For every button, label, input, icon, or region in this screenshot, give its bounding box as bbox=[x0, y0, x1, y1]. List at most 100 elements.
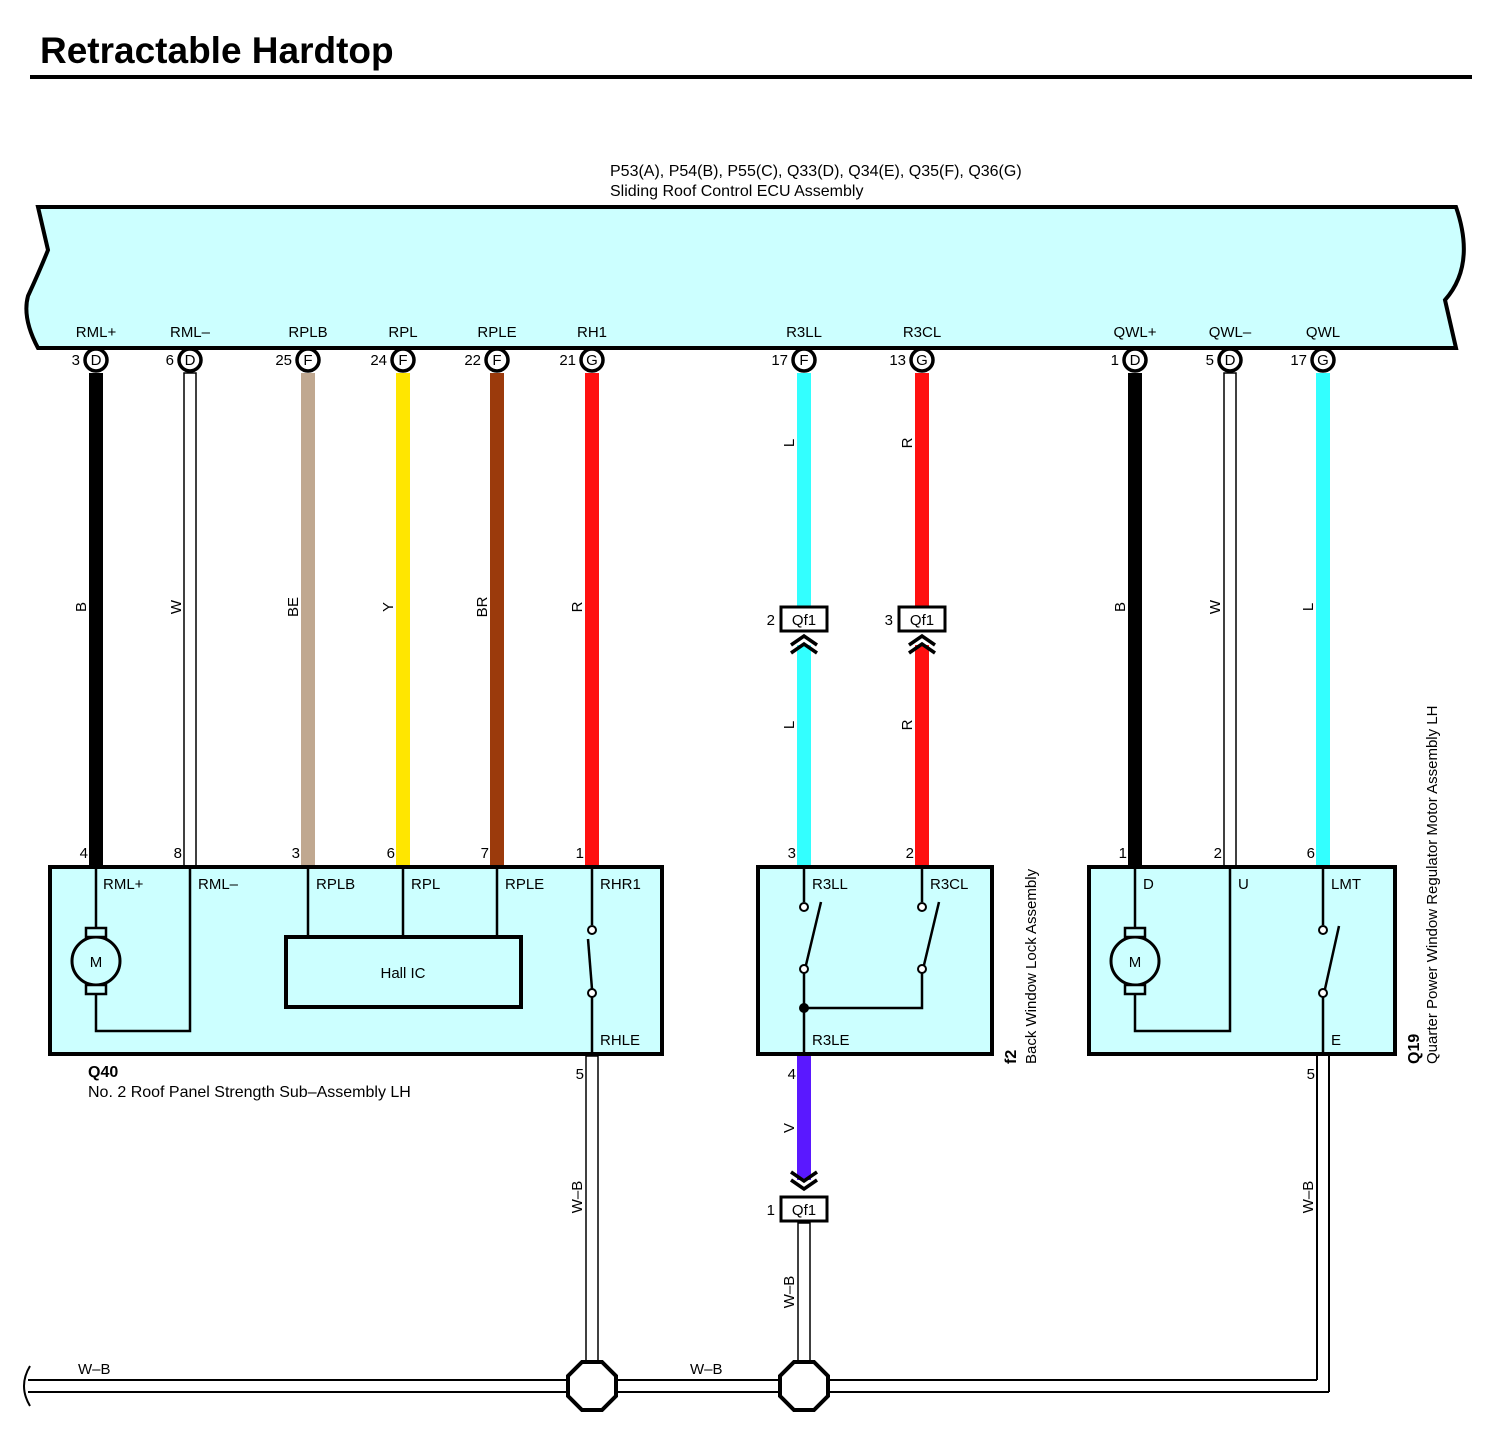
q40-trace bbox=[306, 867, 499, 937]
q19-component: M D U LMT E 1 2 6 Q19 Quarter Power Wind… bbox=[1087, 706, 1441, 1083]
wire-color-code: L bbox=[1300, 603, 1317, 611]
ecu-pin-number: 17 bbox=[771, 352, 788, 369]
wire-qwl-minus bbox=[1223, 372, 1237, 867]
ecu-terminal-label: RPLB bbox=[288, 324, 327, 341]
q19-terminal-label: U bbox=[1238, 876, 1249, 893]
page-title: Retractable Hardtop bbox=[40, 30, 394, 71]
q19-pin: 6 bbox=[1307, 845, 1315, 862]
ecu-terminal-circle bbox=[1310, 347, 1336, 373]
ecu-connector-letters: D D F F F G F G D D G bbox=[91, 352, 1329, 369]
ecu-terminal-circle bbox=[579, 347, 605, 373]
ground-wire-q40 bbox=[585, 1055, 599, 1362]
ecu-terminal-label: RML– bbox=[170, 324, 211, 341]
ecu-terminal-circle bbox=[177, 347, 203, 373]
wire-color-code: Y bbox=[380, 602, 397, 612]
ecu-pin-number: 21 bbox=[559, 352, 576, 369]
switch-blade-icon bbox=[1323, 925, 1341, 990]
q40-pin: 6 bbox=[387, 845, 395, 862]
q40-pin: 3 bbox=[292, 845, 300, 862]
motor-brush-icon bbox=[84, 983, 108, 996]
inline-connector-pin: 3 bbox=[885, 612, 893, 629]
q40-ground-terminal-label: RHLE bbox=[600, 1032, 640, 1049]
ecu-terminal-circle bbox=[83, 347, 109, 373]
switch-contact-icon bbox=[1318, 925, 1328, 935]
ecu-pin-numbers: 3 6 25 24 22 21 17 13 1 5 17 bbox=[72, 352, 1307, 369]
wire-color-code: W bbox=[168, 599, 185, 614]
motor-brush-icon bbox=[84, 926, 108, 939]
f2-ground-terminal-label: R3LE bbox=[812, 1032, 850, 1049]
inline-connector-pin: 2 bbox=[767, 612, 775, 629]
ecu-body bbox=[24, 205, 1466, 350]
f2-code: f2 bbox=[1003, 1050, 1020, 1064]
wire-color-code: R bbox=[569, 601, 586, 612]
q40-pin: 8 bbox=[174, 845, 182, 862]
connector-chevron-icon bbox=[908, 633, 936, 655]
ecu-pin-number: 25 bbox=[275, 352, 292, 369]
ecu-connector-letter: F bbox=[398, 352, 407, 369]
ecu-connector-letter: D bbox=[1225, 352, 1236, 369]
ecu-terminal-label: R3CL bbox=[903, 324, 941, 341]
ecu-connectors-label: P53(A), P54(B), P55(C), Q33(D), Q34(E), … bbox=[610, 163, 1022, 180]
ecu-connector-letter: F bbox=[303, 352, 312, 369]
inline-connector-name: Qf1 bbox=[792, 1202, 816, 1219]
ecu-terminal-circle bbox=[909, 347, 935, 373]
hall-ic-label: Hall IC bbox=[380, 965, 425, 982]
motor-brush-icon bbox=[1123, 983, 1147, 996]
connector-chevron-icon bbox=[790, 1170, 818, 1192]
ecu-connector-letter: D bbox=[91, 352, 102, 369]
f2-trace bbox=[802, 867, 924, 902]
ecu-terminal-label: RH1 bbox=[577, 324, 607, 341]
splice-point-icon bbox=[566, 1360, 618, 1412]
ground-wire-code: W–B bbox=[78, 1361, 111, 1378]
wire-color-code: R bbox=[899, 437, 916, 448]
ecu-pin-number: 13 bbox=[889, 352, 906, 369]
switch-contact-icon bbox=[799, 964, 809, 974]
q40-terminal-label: RPLE bbox=[505, 876, 544, 893]
switch-contact-icon bbox=[587, 925, 597, 935]
q19-pin: 1 bbox=[1119, 845, 1127, 862]
q40-name: No. 2 Roof Panel Strength Sub–Assembly L… bbox=[88, 1084, 411, 1101]
inline-connector-qf1-2: Qf1 2 bbox=[767, 605, 829, 655]
wire-group bbox=[89, 372, 1330, 867]
switch-contact-icon bbox=[799, 902, 809, 912]
motor-label: M bbox=[90, 954, 103, 971]
ecu-pin-number: 6 bbox=[166, 352, 174, 369]
wire-color-code: W bbox=[1207, 599, 1224, 614]
inline-connector-box bbox=[897, 605, 947, 633]
ecu-terminal-label: QWL– bbox=[1209, 324, 1252, 341]
ecu-pin-number: 1 bbox=[1111, 352, 1119, 369]
ecu-terminal-label: R3LL bbox=[786, 324, 822, 341]
splice-point-icon bbox=[778, 1360, 830, 1412]
f2-pin: 2 bbox=[906, 845, 914, 862]
switch-blade-icon bbox=[586, 938, 594, 990]
ground-wire-code: W–B bbox=[690, 1361, 723, 1378]
f2-name: Back Window Lock Assembly bbox=[1023, 868, 1040, 1064]
wire-rml-minus bbox=[183, 372, 197, 867]
ecu-pin-number: 5 bbox=[1206, 352, 1214, 369]
ground-wire-code: W–B bbox=[569, 1181, 586, 1214]
inline-connector-box bbox=[779, 605, 829, 633]
ecu-connector-letter: D bbox=[185, 352, 196, 369]
f2-terminal-label: R3CL bbox=[930, 876, 968, 893]
ecu-pin-number: 17 bbox=[1290, 352, 1307, 369]
ecu-terminal-circle bbox=[1122, 347, 1148, 373]
ecu-terminal-label: RPLE bbox=[477, 324, 516, 341]
junction-dot-icon bbox=[799, 1003, 809, 1013]
ecu-terminal-label: RML+ bbox=[76, 324, 117, 341]
inline-connector-qf1-3: Qf1 3 bbox=[885, 605, 947, 655]
ecu-pin-number: 24 bbox=[370, 352, 387, 369]
switch-contact-icon bbox=[917, 964, 927, 974]
ecu-terminal-circle bbox=[791, 347, 817, 373]
inline-connector-name: Qf1 bbox=[910, 612, 934, 629]
ecu-terminal-circle bbox=[1217, 347, 1243, 373]
q40-trace bbox=[94, 867, 192, 1033]
q19-name: Quarter Power Window Regulator Motor Ass… bbox=[1424, 706, 1441, 1064]
switch-contact-icon bbox=[1318, 988, 1328, 998]
ground-bus bbox=[28, 1379, 1329, 1393]
ecu-connector-letter: G bbox=[1317, 352, 1329, 369]
f2-trace bbox=[802, 973, 924, 1054]
ecu-terminal-circle bbox=[484, 347, 510, 373]
wire-color-code: BE bbox=[285, 597, 302, 617]
motor-label: M bbox=[1129, 954, 1142, 971]
ecu-name-label: Sliding Roof Control ECU Assembly bbox=[610, 183, 863, 200]
